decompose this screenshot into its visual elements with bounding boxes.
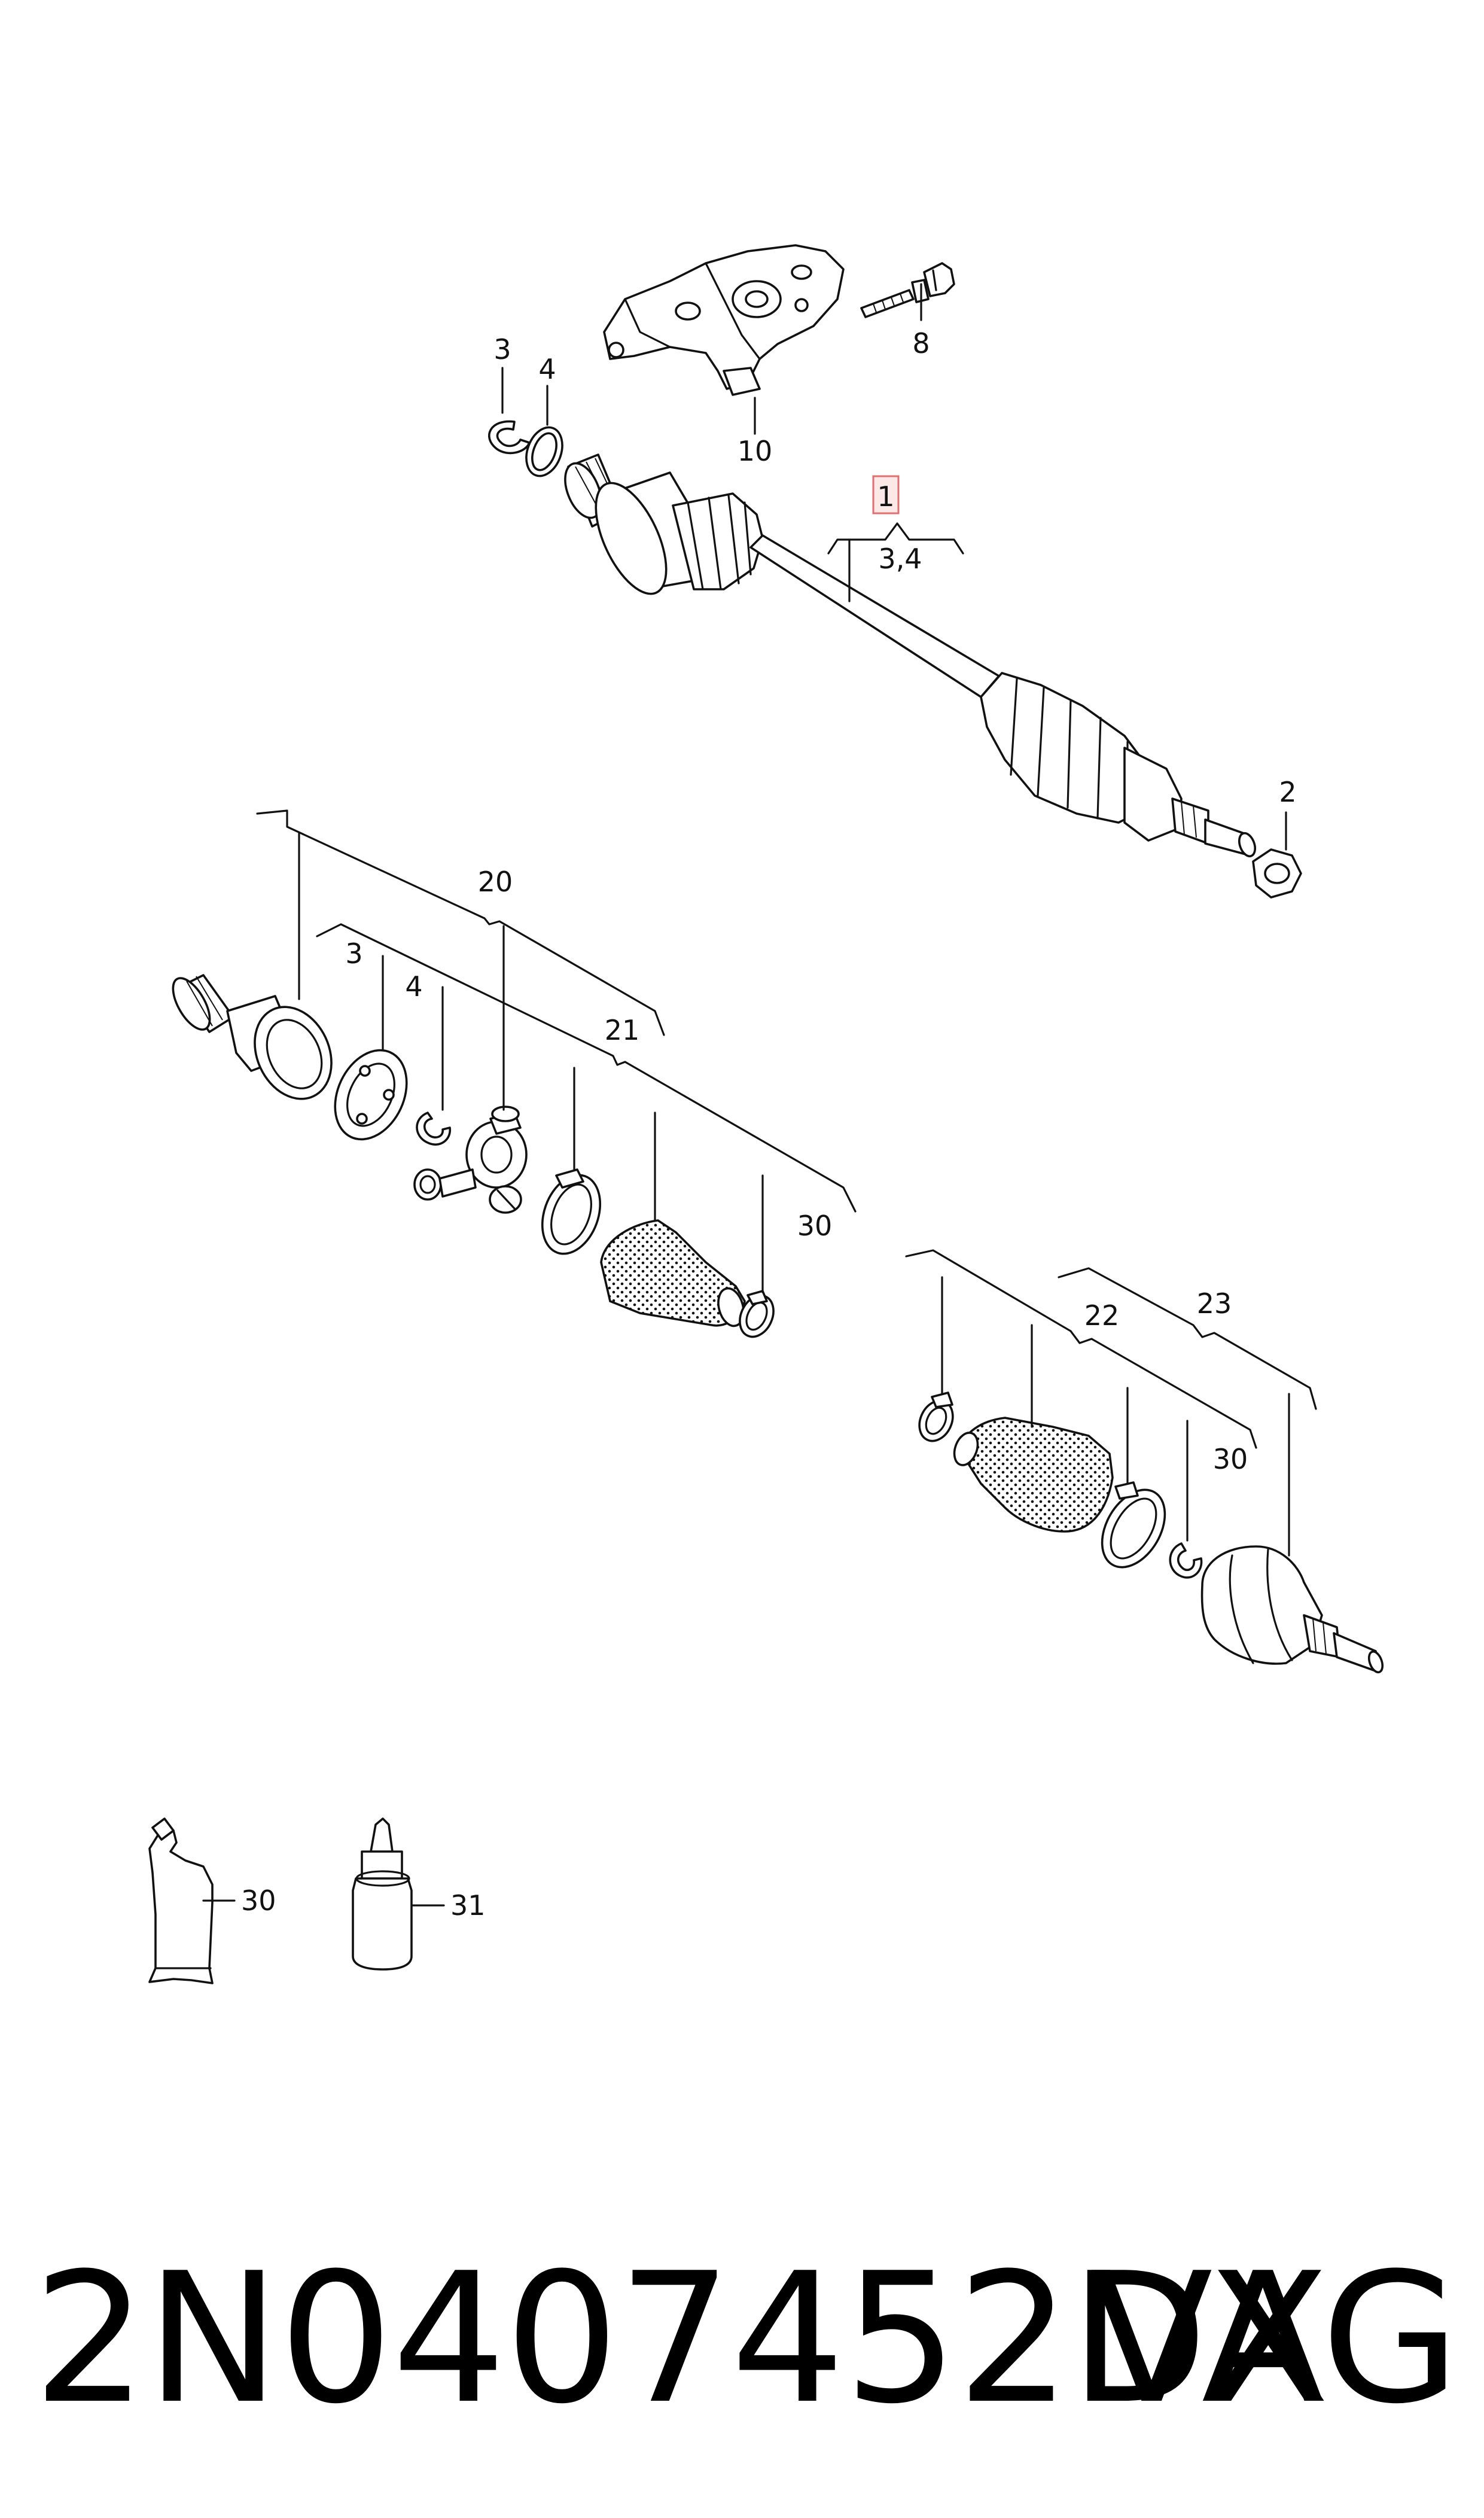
- callout-23: 23: [1197, 1287, 1232, 1320]
- callout-2: 2: [1279, 776, 1296, 808]
- grease-tube: [148, 1817, 214, 1984]
- callout-10: 10: [738, 435, 773, 467]
- outer-cv-joint: [1200, 1545, 1384, 1674]
- callout-31-sealant: 31: [450, 1889, 486, 1922]
- leader-lines: [202, 283, 1317, 1907]
- boot-clamp-small-outer: [918, 1392, 954, 1442]
- callout-3-4: 3,4: [878, 543, 922, 575]
- hub-nut: [1252, 848, 1302, 899]
- callout-1: 1: [877, 480, 894, 513]
- callout-1-highlight: [872, 475, 900, 514]
- callout-30-grease: 30: [241, 1884, 276, 1917]
- callout-30-inner-kit: 30: [797, 1210, 833, 1242]
- bearing-bracket: [603, 244, 845, 396]
- footer: 2N0407452DX VAG: [0, 2249, 1484, 2429]
- tripod-spider: [413, 1106, 528, 1214]
- outer-boot-bellows: [953, 1417, 1114, 1533]
- callout-4-top: 4: [538, 353, 556, 385]
- inner-boot-bellows: [600, 1219, 746, 1327]
- callout-21: 21: [605, 1014, 640, 1046]
- callout-3-top: 3: [493, 333, 511, 366]
- boot-clamp-large-inner: [541, 1168, 602, 1255]
- boot-clamp-small-inner: [739, 1290, 775, 1338]
- sealant-bottle: [352, 1817, 413, 1971]
- inner-cv-joint-housing: [172, 974, 333, 1100]
- boot-clamp-large-outer: [1101, 1481, 1166, 1569]
- retaining-circlip-top: [488, 420, 531, 455]
- callout-3-inner-kit: 3: [345, 937, 362, 970]
- bracket-bolt: [860, 262, 955, 318]
- circlip-inner-kit: [416, 1112, 451, 1146]
- callout-20: 20: [478, 866, 513, 898]
- callout-8: 8: [912, 327, 930, 360]
- brand-label: VAG: [1090, 2234, 1460, 2443]
- exploded-parts-diagram: 1 2 3 4 3,4 8 10 20 3 4 21 30 22 23 30 3…: [148, 244, 1384, 1984]
- callout-4-inner-kit: 4: [405, 970, 422, 1003]
- callout-30-outer-kit: 30: [1213, 1443, 1248, 1475]
- dust-cover-flange: [334, 1049, 408, 1141]
- callout-22: 22: [1084, 1299, 1120, 1332]
- drive-shaft-assembly: [564, 453, 1256, 858]
- circlip-outer-kit: [1169, 1542, 1203, 1579]
- part-number: 2N0407452DX: [33, 2234, 1330, 2443]
- o-ring-top: [525, 426, 563, 477]
